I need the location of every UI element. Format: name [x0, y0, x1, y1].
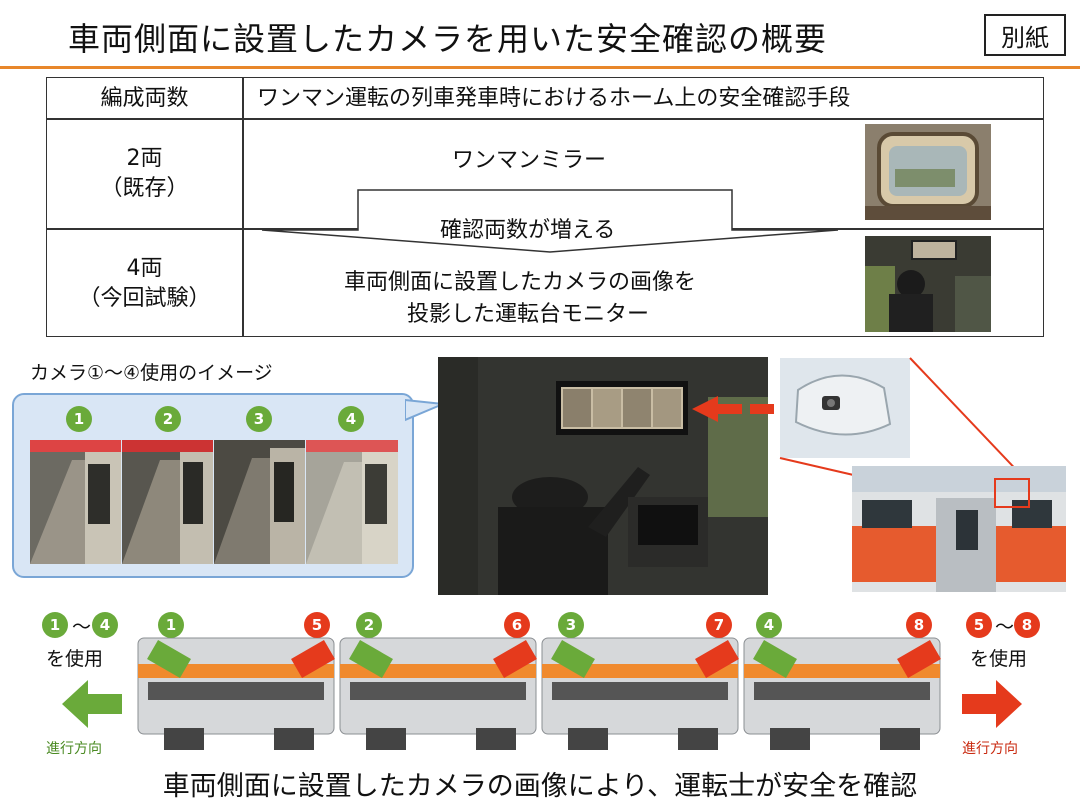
camera-feed-1: [30, 440, 121, 564]
page-title: 車両側面に設置したカメラを用いた安全確認の概要: [68, 20, 828, 58]
left-badge-4: 4: [92, 612, 118, 638]
camera-feed-4: [306, 440, 398, 564]
camera-feed-strip: [30, 440, 398, 564]
callout-pointer: [405, 398, 444, 422]
row2-cars-note: （今回試験）: [78, 286, 211, 311]
right-use-label: を使用: [970, 648, 1028, 670]
table-header-divider: [47, 118, 1043, 120]
comparison-table: 編成両数 ワンマン運転の列車発車時におけるホーム上の安全確認手段 2両 （既存）…: [46, 77, 1044, 337]
mirror-photo: [865, 124, 991, 220]
summary-text: 車両側面に設置したカメラの画像により、運転士が安全を確認: [162, 771, 918, 802]
right-badge-8: 8: [1014, 612, 1040, 638]
train-side-photo: [852, 466, 1066, 592]
camera-device-photo: [780, 358, 910, 458]
train-cam-green-1: 1: [158, 612, 184, 638]
header-method: ワンマン運転の列車発車時におけるホーム上の安全確認手段: [257, 86, 851, 111]
table-column-divider: [242, 78, 244, 336]
cab-photo: [438, 357, 768, 595]
monitor-photo: [865, 236, 991, 332]
camera-marker-green-3: [551, 639, 595, 679]
header-rule: [0, 66, 1080, 69]
increase-arrow-label: 確認両数が増える: [440, 218, 616, 243]
left-use-label: を使用: [46, 648, 104, 670]
left-tilde: ～: [72, 616, 92, 638]
camera-marker-red-8: [897, 639, 941, 679]
left-badge-1: 1: [42, 612, 68, 638]
increase-arrow: [261, 189, 839, 253]
camera-badge-2: 2: [155, 406, 181, 432]
camera-feed-3: [214, 440, 305, 564]
train-cam-red-6: 6: [504, 612, 530, 638]
train-cam-red-7: 7: [706, 612, 732, 638]
row1-cars: 2両: [126, 146, 163, 171]
camera-marker-green-2: [349, 639, 393, 679]
camera-marker-red-5: [291, 639, 335, 679]
camera-marker-green-4: [753, 639, 797, 679]
header-cars: 編成両数: [100, 86, 189, 111]
right-direction-arrow: [962, 680, 1022, 728]
left-direction-label: 進行方向: [46, 741, 102, 757]
train-cam-green-2: 2: [356, 612, 382, 638]
row2-cars: 4両: [126, 256, 163, 281]
attachment-badge: 別紙: [984, 14, 1066, 56]
camera-badge-1: 1: [66, 406, 92, 432]
camera-marker-red-6: [493, 639, 537, 679]
right-badge-5: 5: [966, 612, 992, 638]
camera-location-highlight: [994, 478, 1030, 508]
train-cam-green-4: 4: [756, 612, 782, 638]
row1-method: ワンマンミラー: [452, 148, 607, 173]
train-illustration: [137, 637, 941, 750]
camera-image-label: カメラ①～④使用のイメージ: [30, 362, 273, 384]
camera-marker-red-7: [695, 639, 739, 679]
row2-method-line2: 投影した運転台モニター: [407, 302, 650, 327]
camera-badge-3: 3: [246, 406, 272, 432]
right-direction-label: 進行方向: [962, 741, 1018, 757]
row2-method-line1: 車両側面に設置したカメラの画像を: [344, 270, 697, 295]
train-cam-green-3: 3: [558, 612, 584, 638]
train-cam-red-5: 5: [304, 612, 330, 638]
camera-feed-2: [122, 440, 213, 564]
camera-marker-green-1: [147, 639, 191, 679]
train-cam-red-8: 8: [906, 612, 932, 638]
row1-cars-note: （既存）: [100, 176, 189, 201]
left-direction-arrow: [62, 680, 122, 728]
camera-badge-4: 4: [338, 406, 364, 432]
right-tilde: ～: [995, 616, 1015, 638]
